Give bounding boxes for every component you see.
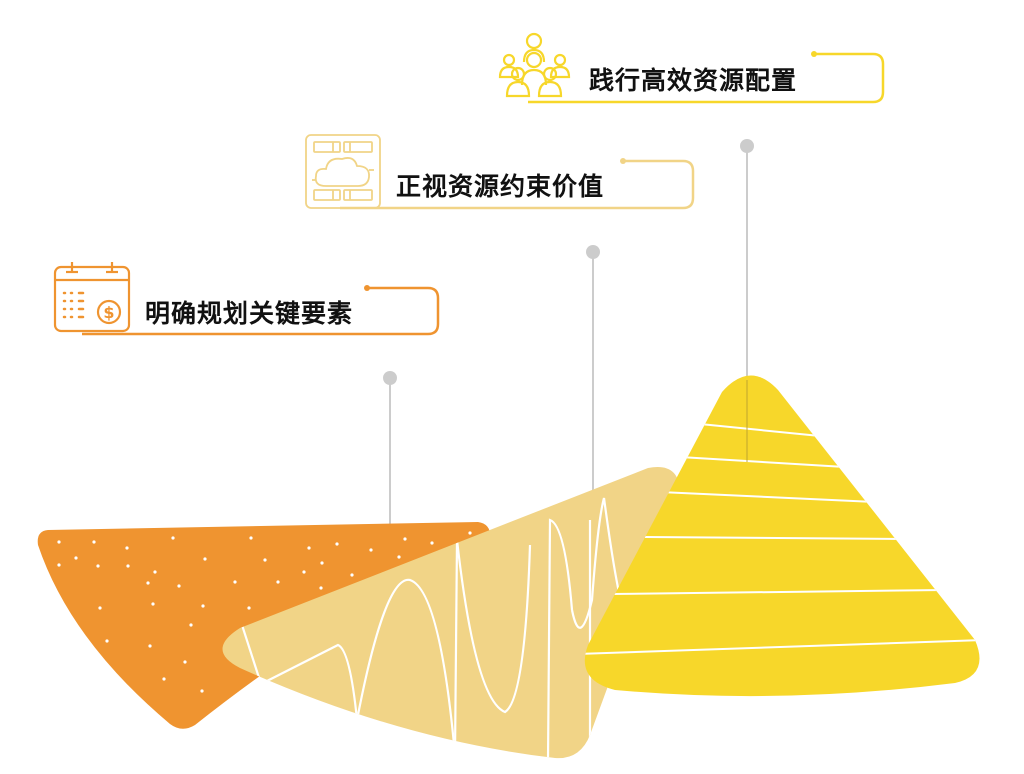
label-box-step-1: $ — [53, 262, 440, 336]
svg-text:$: $ — [103, 303, 114, 322]
calendar-dollar-icon: $ — [53, 262, 131, 333]
step-1-label: 明确规划关键要素 — [145, 299, 354, 328]
step-3-label: 践行高效资源配置 — [589, 66, 798, 95]
connector-step-2 — [586, 245, 600, 530]
yellow-striped-pyramid — [584, 375, 980, 697]
cloud-server-icon — [305, 134, 381, 209]
step-2-label: 正视资源约束价值 — [396, 172, 605, 201]
label-box-step-3 — [498, 32, 885, 104]
team-people-icon — [498, 32, 571, 98]
label-box-step-2 — [305, 134, 695, 210]
connector-step-1 — [383, 371, 397, 528]
light-yellow-wave-shape — [222, 466, 680, 759]
